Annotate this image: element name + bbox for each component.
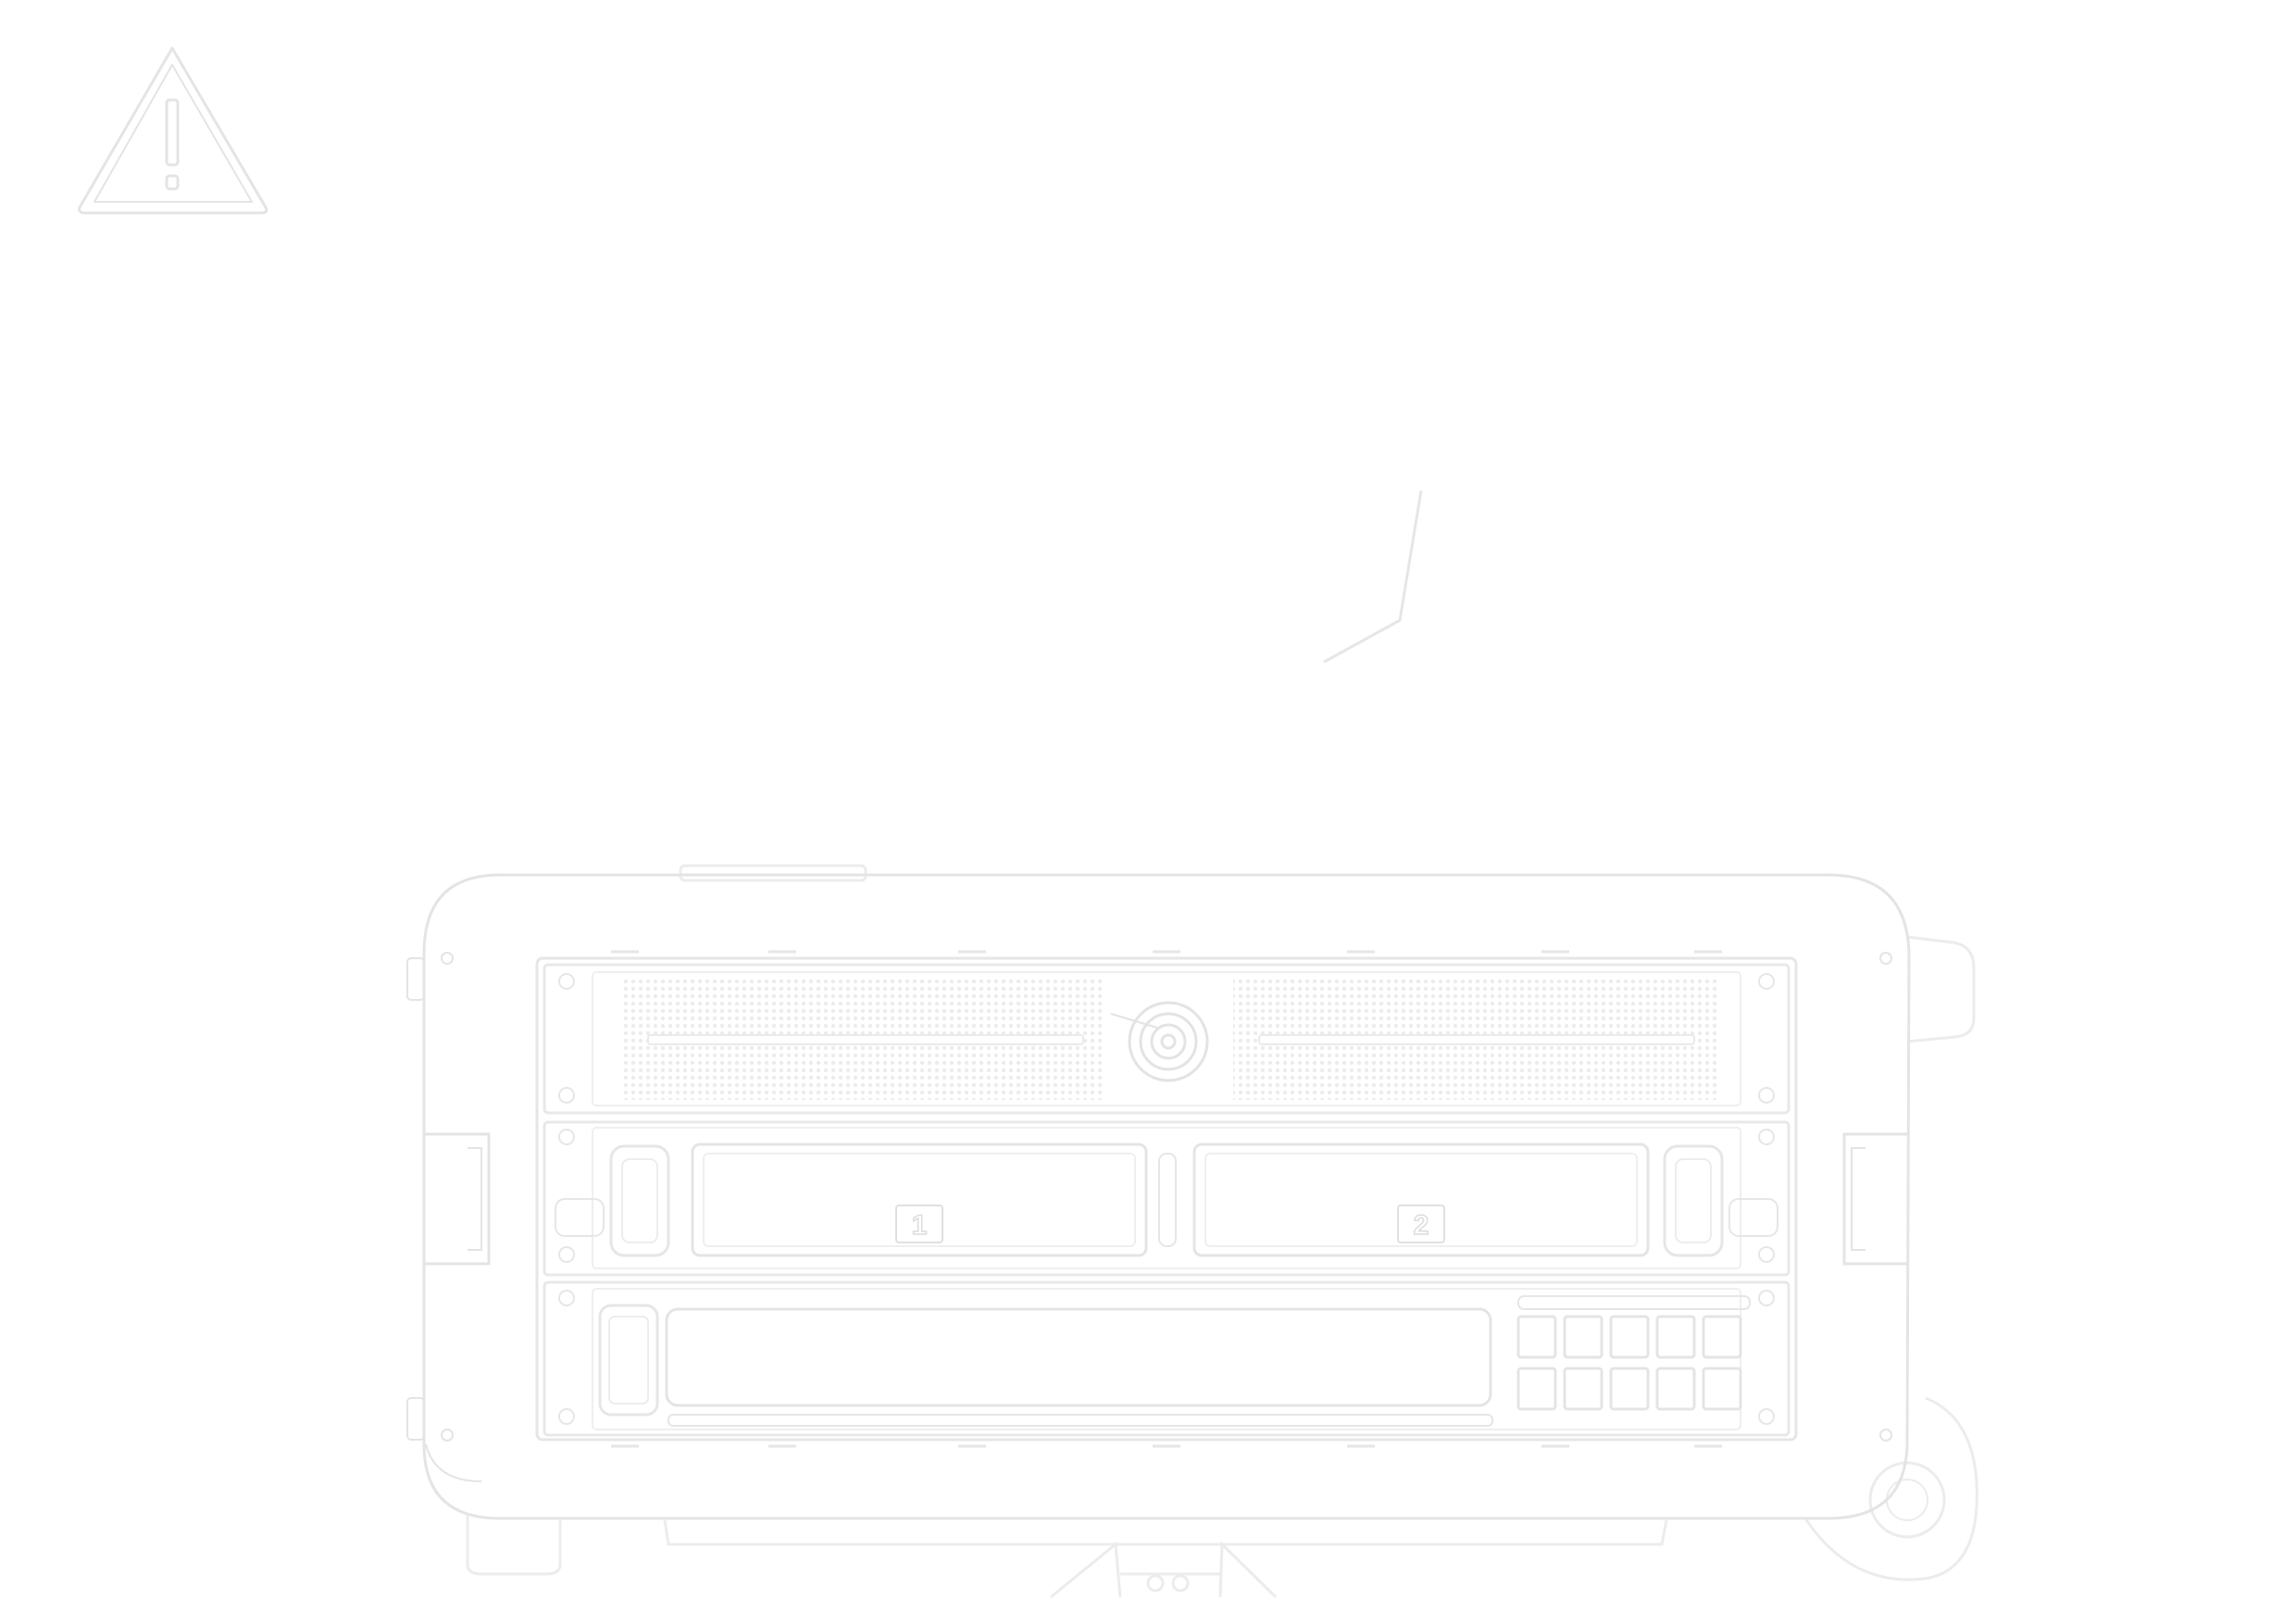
bay-label-2: 2 — [1414, 1210, 1429, 1241]
panel-display — [665, 1307, 1492, 1407]
stand — [1050, 1541, 1278, 1599]
grille-unit — [543, 963, 1791, 1115]
drive-bay-unit: 1 2 — [543, 1120, 1791, 1277]
rack-frame — [535, 950, 1798, 1448]
panel-button — [1702, 1367, 1742, 1411]
drive-bay-1 — [691, 1142, 1148, 1257]
bay-label-1: 1 — [912, 1210, 928, 1241]
panel-button — [1516, 1315, 1557, 1359]
panel-button — [1516, 1367, 1557, 1411]
wheel — [1803, 1396, 1978, 1581]
leader-line — [1323, 490, 1423, 664]
concentric-circle-logo-icon — [1110, 1001, 1209, 1082]
drive-bay-2 — [1192, 1142, 1650, 1257]
control-panel-unit — [543, 1280, 1791, 1437]
panel-button — [1563, 1367, 1603, 1411]
panel-button — [1609, 1367, 1650, 1411]
button-grid — [1516, 1315, 1742, 1411]
panel-button — [1702, 1315, 1742, 1359]
case-feet — [466, 1514, 562, 1576]
warning-triangle-icon — [78, 46, 268, 215]
top-handle — [679, 864, 867, 882]
panel-button — [1609, 1315, 1650, 1359]
bottom-rail — [663, 1519, 1668, 1546]
side-latch — [1906, 935, 1976, 1043]
panel-button — [1563, 1315, 1603, 1359]
panel-button — [1655, 1315, 1696, 1359]
case-shell — [406, 873, 1911, 1520]
panel-button — [1655, 1367, 1696, 1411]
